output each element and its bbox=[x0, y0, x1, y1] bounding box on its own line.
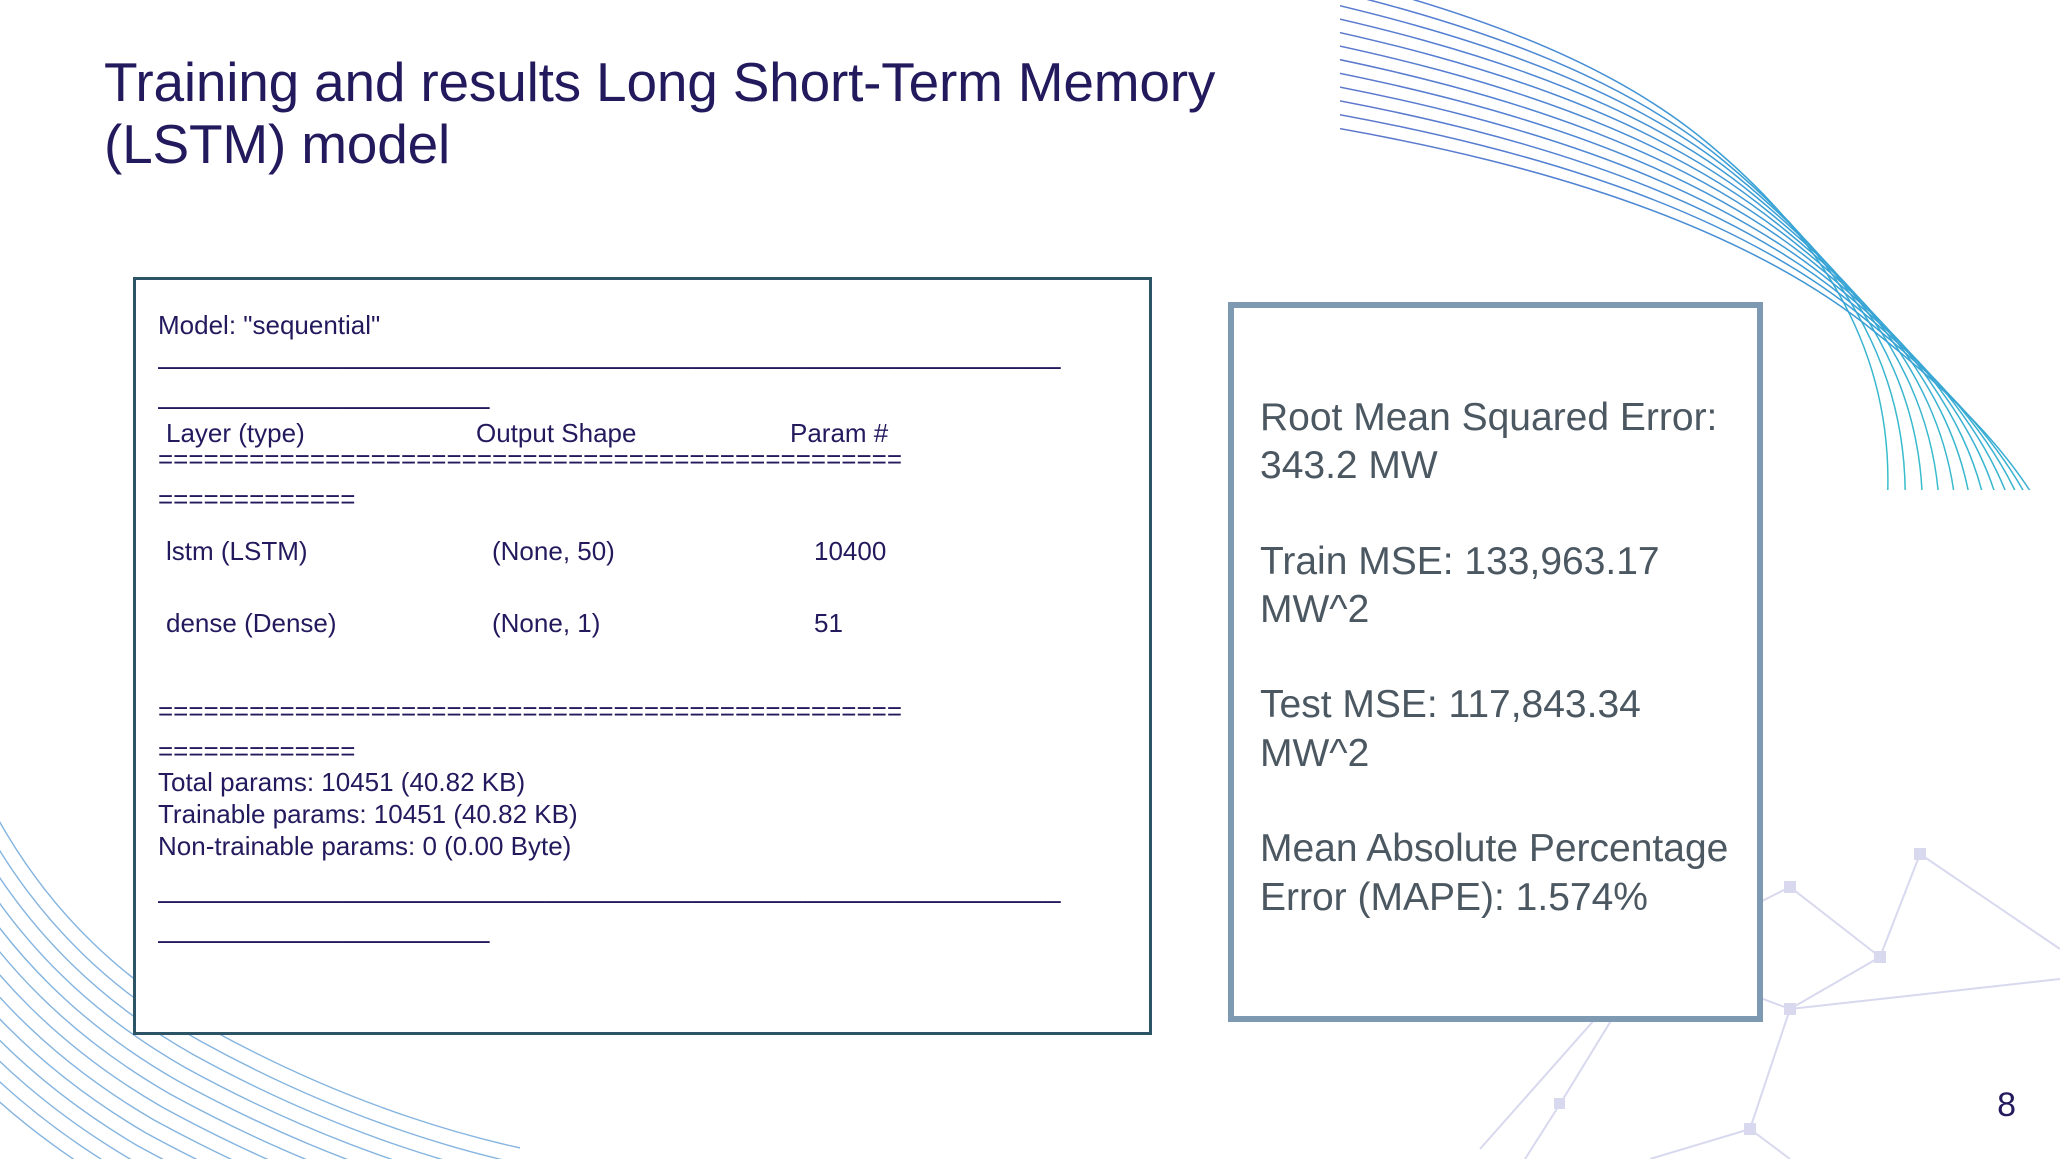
separator-dash-short-top: ────────────────── bbox=[158, 394, 490, 420]
layer-name: lstm (LSTM) bbox=[166, 536, 308, 566]
spacer bbox=[158, 862, 1135, 888]
table-row: lstm (LSTM) (None, 50) 10400 bbox=[158, 538, 1135, 564]
column-header-param: Param # bbox=[790, 418, 889, 448]
model-summary-text: Model: "sequential" ────────────────────… bbox=[158, 302, 1135, 954]
total-params: Total params: 10451 (40.82 KB) bbox=[158, 767, 526, 797]
metrics-box: Root Mean Squared Error: 343.2 MW Train … bbox=[1228, 302, 1763, 1022]
spacer bbox=[158, 472, 1135, 486]
metrics-list: Root Mean Squared Error: 343.2 MW Train … bbox=[1260, 394, 1747, 922]
page-title: Training and results Long Short-Term Mem… bbox=[104, 51, 1216, 175]
spacer bbox=[158, 724, 1135, 738]
separator-equals-short-bottom: ============= bbox=[158, 738, 356, 764]
separator-dash-short-bottom: ────────────────── bbox=[158, 928, 490, 954]
model-summary-box: Model: "sequential" ────────────────────… bbox=[133, 277, 1152, 1035]
column-header-layer: Layer (type) bbox=[166, 418, 305, 448]
layer-output-shape: (None, 1) bbox=[492, 608, 601, 638]
separator-equals-short-top: ============= bbox=[158, 486, 356, 512]
trainable-params: Trainable params: 10451 (40.82 KB) bbox=[158, 799, 578, 829]
spacer bbox=[158, 564, 1135, 610]
model-summary-header: Model: "sequential" bbox=[158, 310, 381, 340]
separator-equals-long-bottom: ========================================… bbox=[158, 698, 902, 724]
metric-test-mse: Test MSE: 117,843.34 MW^2 bbox=[1260, 683, 1641, 775]
metric-train-mse: Train MSE: 133,963.17 MW^2 bbox=[1260, 539, 1660, 632]
model-params-totals: Total params: 10451 (40.82 KB) Trainable… bbox=[158, 764, 1135, 862]
layer-name: dense (Dense) bbox=[166, 608, 337, 638]
spacer bbox=[158, 512, 1135, 538]
metric-mape: Mean Absolute Percentage Error (MAPE): 1… bbox=[1260, 827, 1729, 919]
separator-dash-long-bottom: ────────────────────────────────────────… bbox=[158, 888, 1061, 914]
layer-output-shape: (None, 50) bbox=[492, 536, 615, 566]
spacer bbox=[158, 914, 1135, 928]
spacer bbox=[158, 380, 1135, 394]
table-row: dense (Dense) (None, 1) 51 bbox=[158, 610, 1135, 636]
separator-equals-long-top: ========================================… bbox=[158, 446, 902, 472]
metric-rmse: Root Mean Squared Error: 343.2 MW bbox=[1260, 396, 1718, 488]
spacer bbox=[158, 636, 1135, 698]
page-number: 8 bbox=[1997, 1086, 2016, 1124]
layer-param-count: 10400 bbox=[814, 536, 887, 566]
model-summary-column-headers: Layer (type) Output Shape Param # bbox=[158, 420, 1135, 446]
layer-param-count: 51 bbox=[814, 608, 843, 638]
non-trainable-params: Non-trainable params: 0 (0.00 Byte) bbox=[158, 831, 572, 861]
column-header-output-shape: Output Shape bbox=[476, 418, 637, 448]
separator-dash-long-top: ────────────────────────────────────────… bbox=[158, 354, 1061, 380]
